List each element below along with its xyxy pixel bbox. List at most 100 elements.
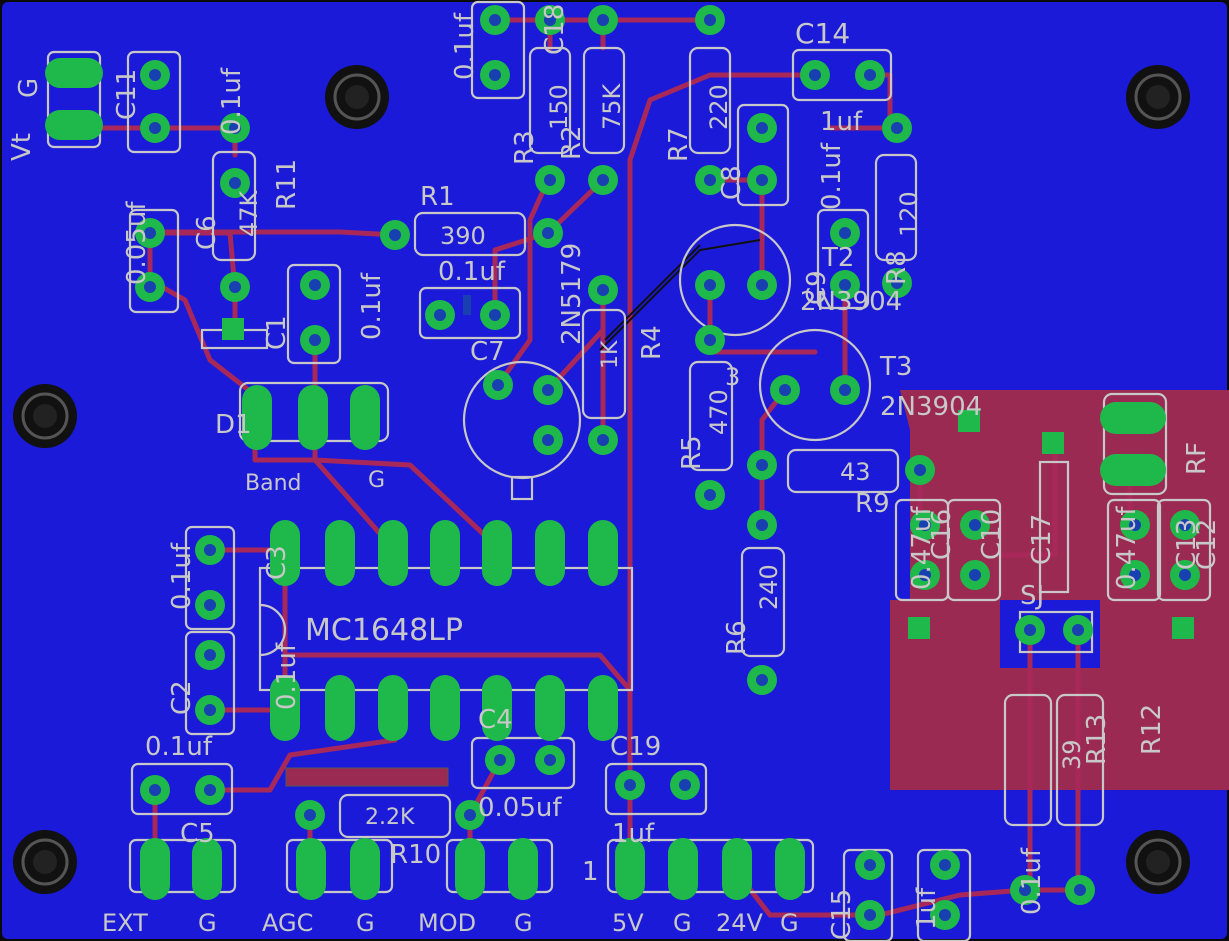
label-g4: G (673, 909, 692, 937)
via-pad (135, 272, 165, 302)
via-pad (220, 113, 250, 143)
label-t3-part: 2N3904 (880, 392, 982, 422)
label-r12: R12 (1137, 704, 1167, 755)
via-pad (533, 218, 563, 248)
via-pad (295, 800, 325, 830)
via-pad (195, 535, 225, 565)
via-pad (535, 745, 565, 775)
label-c2: C2 (167, 680, 197, 715)
label-c14: C14 (795, 17, 850, 50)
via-pad (480, 5, 510, 35)
label-r1: R1 (420, 182, 455, 212)
via-pad (480, 300, 510, 330)
square-pads (222, 295, 1194, 787)
via-pad (480, 60, 510, 90)
via-pad (930, 900, 960, 930)
via-pad (905, 455, 935, 485)
label-c10: C10 (977, 509, 1007, 560)
label-c15-value: 1uf (912, 887, 942, 930)
label-agc: AGC (262, 909, 313, 937)
label-c12: C12 (1192, 519, 1222, 570)
via-pad (882, 268, 912, 298)
via-pad (195, 640, 225, 670)
mounting-holes (13, 65, 1190, 894)
label-r1-value: 390 (440, 222, 486, 250)
via-pad (533, 425, 563, 455)
label-r4: R4 (637, 325, 667, 360)
silkscreen (46, 0, 1212, 941)
label-r10: R10 (390, 840, 441, 870)
via-pad (300, 325, 330, 355)
via-pad (695, 325, 725, 355)
via-pad (830, 375, 860, 405)
label-c1: C1 (262, 315, 292, 350)
label-c15: C15 (827, 889, 857, 940)
via-pad (1065, 875, 1095, 905)
via-pad (960, 560, 990, 590)
via-pad (1170, 560, 1200, 590)
via-pad (1063, 615, 1093, 645)
label-c2-value: 0.1uf (272, 642, 302, 710)
via-pad (220, 168, 250, 198)
label-c4-value: 0.05uf (478, 793, 562, 823)
mount-hole-1 (325, 65, 389, 129)
label-r7-value: 220 (705, 84, 733, 130)
label-c9: C9 (802, 270, 832, 305)
via-pad (747, 510, 777, 540)
via-pad (195, 775, 225, 805)
label-c11-value: 0.1uf (217, 67, 247, 135)
label-r11: R11 (272, 159, 302, 210)
via-pad (588, 275, 618, 305)
via-pad (695, 480, 725, 510)
via-pad (380, 220, 410, 250)
label-t3: T3 (879, 352, 912, 382)
label-r10-value: 2.2K (365, 805, 415, 830)
label-g2: G (356, 909, 375, 937)
via-pad (533, 375, 563, 405)
label-r6-value: 240 (755, 564, 783, 610)
label-r2: R2 (557, 125, 587, 160)
mount-hole-3 (13, 384, 77, 448)
via-pad (483, 370, 513, 400)
via-pad (855, 900, 885, 930)
via-pad (747, 450, 777, 480)
label-c16: C16 (927, 509, 957, 560)
label-c6: C6 (192, 215, 222, 250)
label-r6: R6 (722, 620, 752, 655)
via-pad (300, 270, 330, 300)
label-c16-value: 0.47uf (907, 506, 937, 590)
label-g5: G (780, 909, 799, 937)
label-r2-value: 75K (598, 82, 626, 130)
label-t3-pin3: 3 (725, 363, 740, 391)
label-r8-value: 120 (895, 191, 923, 237)
label-g-top: G (14, 78, 44, 98)
label-c3: C3 (262, 545, 292, 580)
via-pad (588, 5, 618, 35)
via-pad (695, 5, 725, 35)
via-pad (800, 60, 830, 90)
via-pad (830, 270, 860, 300)
label-r9: R9 (855, 489, 890, 519)
via-pad (855, 60, 885, 90)
via-pad (588, 165, 618, 195)
label-c1-value: 0.1uf (357, 272, 387, 340)
label-c14-value: 1uf (820, 107, 863, 137)
via-pad (220, 272, 250, 302)
via-pad (960, 510, 990, 540)
via-pad (588, 425, 618, 455)
mount-hole-5 (1126, 830, 1190, 894)
label-band: Band (245, 471, 301, 496)
via-pad (1120, 560, 1150, 590)
via-pad (455, 800, 485, 830)
via-pad (882, 113, 912, 143)
via-pad (770, 375, 800, 405)
label-c20-value: 0.1uf (1017, 847, 1047, 915)
via-pad (930, 850, 960, 880)
label-c18-value: 0.1uf (450, 12, 480, 80)
label-t2: T2 (821, 243, 854, 273)
via-pad (747, 665, 777, 695)
label-pin1: 1 (582, 857, 599, 887)
via-pad (910, 560, 940, 590)
label-c17: C17 (1027, 514, 1057, 565)
via-pad (195, 590, 225, 620)
